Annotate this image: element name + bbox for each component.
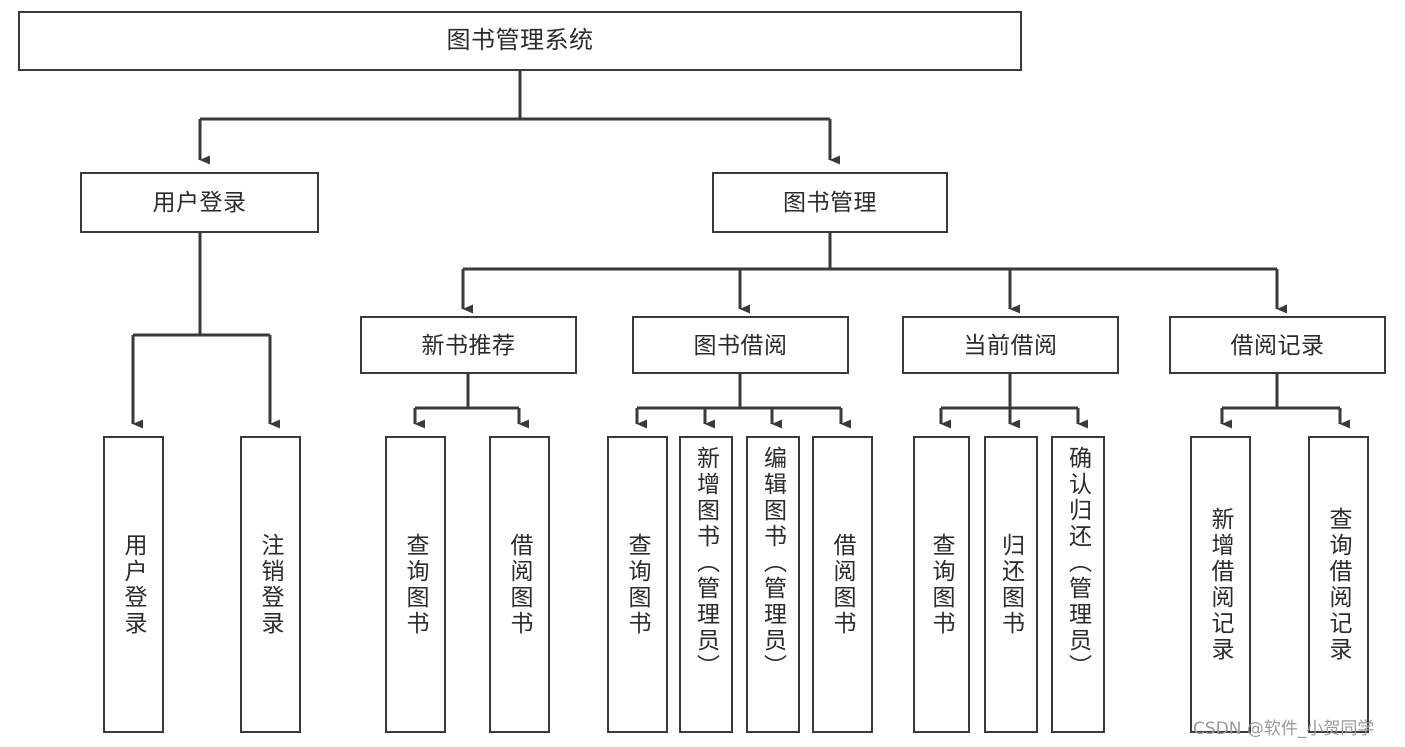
node-book-manage[interactable]: 图书管理 <box>712 172 948 233</box>
node-leaf-confirm-return[interactable]: 确认归还（管理员） <box>1051 436 1105 733</box>
node-user-login[interactable]: 用户登录 <box>80 172 319 233</box>
node-root-system[interactable]: 图书管理系统 <box>18 11 1022 71</box>
node-leaf-user-login[interactable]: 用户登录 <box>103 436 164 733</box>
node-label: 查询借阅记录 <box>1326 506 1352 663</box>
node-label: 编辑图书（管理员） <box>760 446 787 680</box>
node-leaf-logout[interactable]: 注销登录 <box>240 436 301 733</box>
node-book-borrow[interactable]: 图书借阅 <box>632 316 849 374</box>
node-leaf-query-book-1[interactable]: 查询图书 <box>385 436 446 733</box>
node-label: 新增借阅记录 <box>1208 506 1234 663</box>
node-leaf-query-book-3[interactable]: 查询图书 <box>913 436 970 733</box>
node-label: 注销登录 <box>258 532 284 637</box>
node-label: 借阅图书 <box>830 532 856 637</box>
node-label: 归还图书 <box>998 532 1025 637</box>
node-leaf-query-record[interactable]: 查询借阅记录 <box>1308 436 1369 733</box>
node-label: 新增图书（管理员） <box>693 446 720 680</box>
node-leaf-edit-book[interactable]: 编辑图书（管理员） <box>746 436 800 733</box>
node-label: 图书管理系统 <box>446 27 594 54</box>
node-leaf-borrow-book-2[interactable]: 借阅图书 <box>812 436 873 733</box>
node-new-book-recommend[interactable]: 新书推荐 <box>360 316 577 374</box>
node-label: 用户登录 <box>152 189 247 215</box>
node-label: 查询图书 <box>929 532 955 637</box>
node-label: 用户登录 <box>121 532 147 637</box>
node-label: 查询图书 <box>403 532 429 637</box>
node-leaf-query-book-2[interactable]: 查询图书 <box>607 436 668 733</box>
node-leaf-add-record[interactable]: 新增借阅记录 <box>1190 436 1251 733</box>
node-label: 新书推荐 <box>421 331 516 358</box>
node-leaf-borrow-book-1[interactable]: 借阅图书 <box>489 436 550 733</box>
node-leaf-return-book[interactable]: 归还图书 <box>984 436 1038 733</box>
node-leaf-add-book[interactable]: 新增图书（管理员） <box>679 436 733 733</box>
node-current-borrow[interactable]: 当前借阅 <box>902 316 1119 374</box>
watermark-text: CSDN @软件_小贺同学 <box>1193 719 1375 739</box>
node-label: 图书管理 <box>783 189 877 215</box>
node-label: 借阅图书 <box>507 532 533 637</box>
node-label: 查询图书 <box>625 532 651 637</box>
node-borrow-record[interactable]: 借阅记录 <box>1169 316 1386 374</box>
node-label: 借阅记录 <box>1230 331 1325 358</box>
node-label: 当前借阅 <box>963 331 1058 358</box>
node-label: 图书借阅 <box>693 331 788 358</box>
node-label: 确认归还（管理员） <box>1065 446 1092 680</box>
